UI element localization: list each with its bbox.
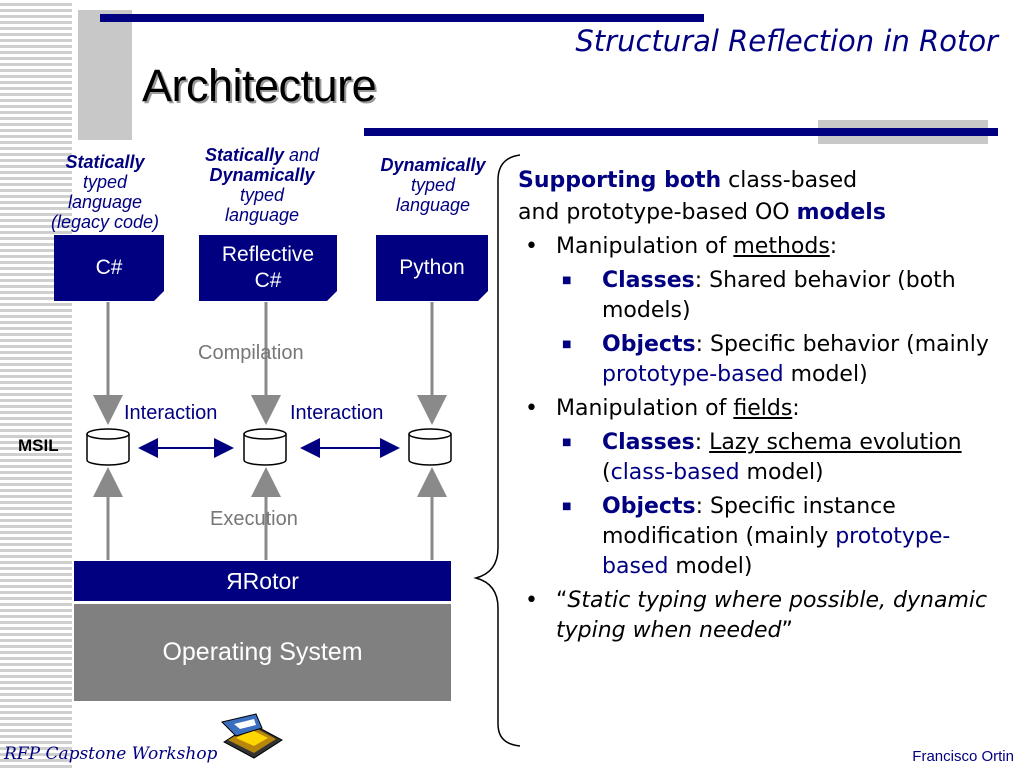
bullet-methods-classes: ■ Classes: Shared behavior (both models): [562, 268, 956, 323]
python-box: Python: [376, 235, 488, 301]
lang-label-dynamically: Dynamically typed language: [380, 155, 486, 215]
msil-cylinder-middle: [243, 428, 287, 466]
intro-line-1: Supporting both class-based: [518, 168, 858, 193]
msil-label: MSIL: [18, 436, 59, 455]
lang-label-both: Statically and Dynamically typed languag…: [204, 145, 320, 225]
middle-rule: [364, 128, 998, 136]
bullet-methods-objects: ■ Objects: Specific behavior (mainly pro…: [562, 332, 989, 387]
slide-title: Architecture: [142, 60, 377, 111]
chip-logo-icon: [221, 713, 283, 759]
bullet-quote: • “Static typing where possible, dynamic…: [518, 588, 988, 643]
footer-author: Francisco Ortin: [912, 748, 1014, 765]
msil-cylinder-right: [408, 428, 452, 466]
top-rule: [100, 14, 704, 22]
bullet-fields-objects: ■ Objects: Specific instance modificatio…: [562, 494, 951, 579]
bullet-fields: • Manipulation of fields:: [518, 396, 800, 421]
bullet-fields-classes: ■ Classes: Lazy schema evolution (class-…: [562, 430, 962, 485]
msil-cylinder-left: [86, 428, 130, 466]
rotor-layer: ЯRotor: [74, 561, 451, 601]
operating-system-layer: Operating System: [74, 604, 451, 701]
footer-workshop: RFP Capstone Workshop: [4, 744, 218, 764]
bullet-methods: • Manipulation of methods:: [518, 234, 838, 259]
left-stripe-decoration: [0, 0, 72, 768]
compilation-label: Compilation: [198, 342, 304, 364]
lang-label-statically: Statically typed language (legacy code): [50, 152, 160, 232]
execution-label: Execution: [210, 508, 298, 530]
bullet-content: Supporting both class-based and prototyp…: [518, 166, 1014, 646]
interaction-label-right: Interaction: [290, 402, 384, 424]
csharp-box: C#: [54, 235, 164, 301]
title-gray-band: [78, 10, 132, 140]
intro-line-2: and prototype-based OO models: [518, 200, 886, 225]
slide-subtitle: Structural Reflection in Rotor: [575, 24, 998, 58]
right-brace: [473, 154, 521, 747]
interaction-label-left: Interaction: [124, 402, 218, 424]
